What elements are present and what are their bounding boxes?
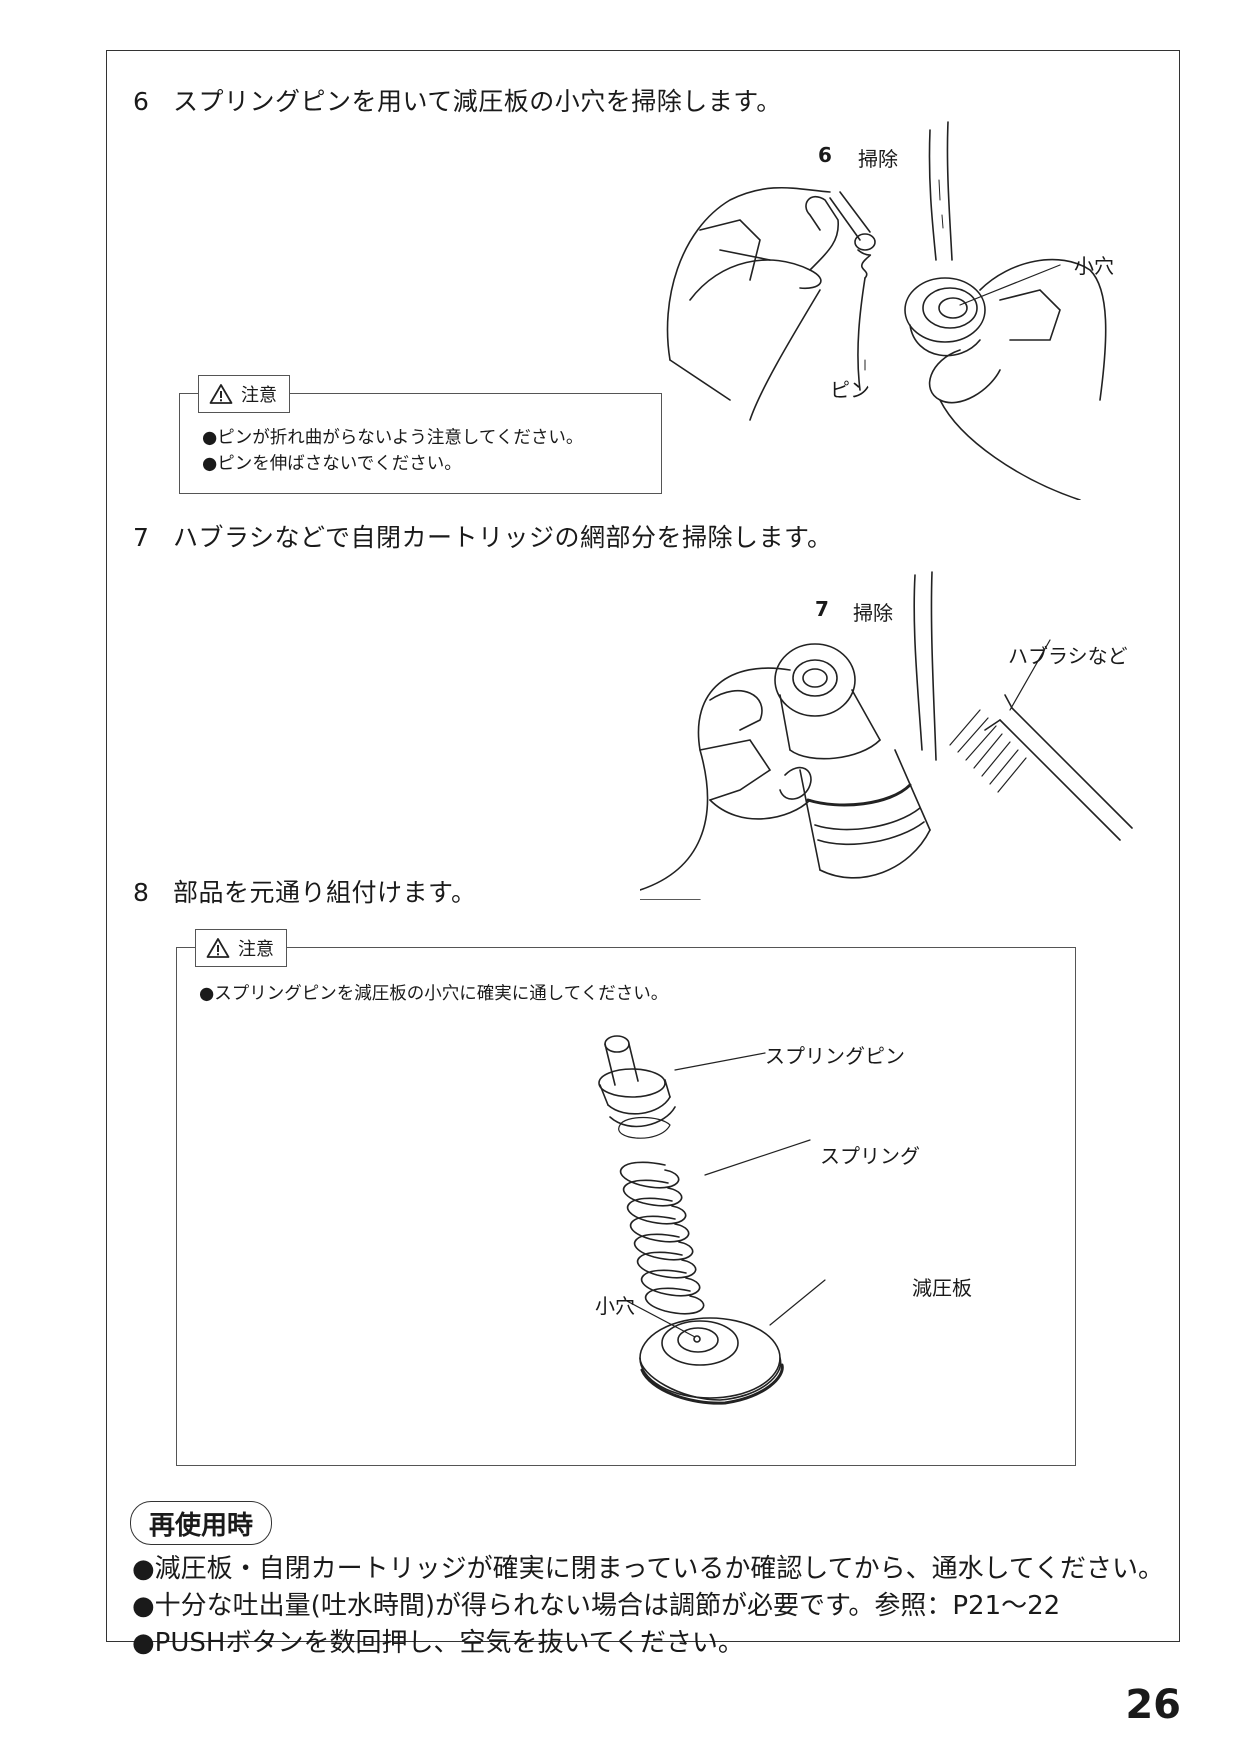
reuse-item: ●PUSHボタンを数回押し、空気を抜いてください。 bbox=[132, 1628, 744, 1658]
caution-title: 注意 bbox=[238, 939, 274, 960]
caution-tag: 注意 bbox=[195, 929, 287, 967]
caution-tag: 注意 bbox=[198, 375, 290, 413]
illus8-spring-pin-label: スプリングピン bbox=[765, 1044, 905, 1068]
step-number: 6 bbox=[133, 87, 150, 116]
warning-triangle-icon bbox=[209, 384, 233, 404]
caution-item: ●ピンを伸ばさないでください。 bbox=[202, 454, 462, 474]
illus7-step-label: 7 bbox=[815, 597, 829, 621]
caution-item: ●スプリングピンを減圧板の小穴に確実に通してください。 bbox=[199, 984, 669, 1004]
reuse-item: ●減圧板・自閉カートリッジが確実に閉まっているか確認してから、通水してください。 bbox=[132, 1554, 1165, 1584]
step-7-heading: 7 ハブラシなどで自閉カートリッジの網部分を掃除します。 bbox=[133, 518, 833, 554]
step-8-heading: 8 部品を元通り組付けます。 bbox=[133, 873, 477, 909]
illus6-hole-label: 小穴 bbox=[1074, 254, 1114, 278]
warning-triangle-icon bbox=[206, 938, 230, 958]
illus7-brush-label: ハブラシなど bbox=[1008, 644, 1128, 668]
caution-body: ●スプリングピンを減圧板の小穴に確実に通してください。 bbox=[199, 981, 668, 1007]
step-text: ハブラシなどで自閉カートリッジの網部分を掃除します。 bbox=[173, 523, 833, 552]
reuse-item: ●十分な吐出量(吐水時間)が得られない場合は調節が必要です。参照：P21〜22 bbox=[132, 1591, 1061, 1621]
reuse-heading: 再使用時 bbox=[130, 1501, 273, 1545]
illus6-pin-label: ピン bbox=[830, 378, 870, 402]
caution-body: ●ピンが折れ曲がらないよう注意してください。 ●ピンを伸ばさないでください。 bbox=[202, 425, 583, 477]
caution-box-1: 注意 ●ピンが折れ曲がらないよう注意してください。 ●ピンを伸ばさないでください… bbox=[179, 375, 662, 494]
step-text: スプリングピンを用いて減圧板の小穴を掃除します。 bbox=[173, 87, 782, 116]
caution-title: 注意 bbox=[241, 385, 277, 406]
cleaning-hole-illustration bbox=[666, 121, 1107, 500]
reuse-list: ●減圧板・自閉カートリッジが確実に閉まっているか確認してから、通水してください。… bbox=[132, 1551, 1164, 1662]
step-number: 7 bbox=[133, 523, 150, 552]
illus6-step-label: 6 bbox=[818, 143, 832, 167]
illus7-action-label: 掃除 bbox=[853, 601, 893, 625]
step-text: 部品を元通り組付けます。 bbox=[173, 878, 477, 907]
exploded-parts-illustration bbox=[598, 1035, 826, 1405]
illus6-action-label: 掃除 bbox=[858, 147, 898, 171]
caution-item: ●ピンが折れ曲がらないよう注意してください。 bbox=[202, 428, 584, 448]
caution-box-2: 注意 ●スプリングピンを減圧板の小穴に確実に通してください。 bbox=[176, 929, 1076, 1466]
page-frame bbox=[106, 50, 1180, 1642]
illus8-plate-label: 減圧板 bbox=[912, 1276, 972, 1300]
page-number: 26 bbox=[1125, 1682, 1181, 1728]
illus8-spring-label: スプリング bbox=[820, 1144, 920, 1168]
step-number: 8 bbox=[133, 878, 150, 907]
step-6-heading: 6 スプリングピンを用いて減圧板の小穴を掃除します。 bbox=[133, 82, 782, 118]
cleaning-cartridge-illustration bbox=[640, 571, 1133, 900]
illus8-hole-label: 小穴 bbox=[595, 1294, 635, 1318]
